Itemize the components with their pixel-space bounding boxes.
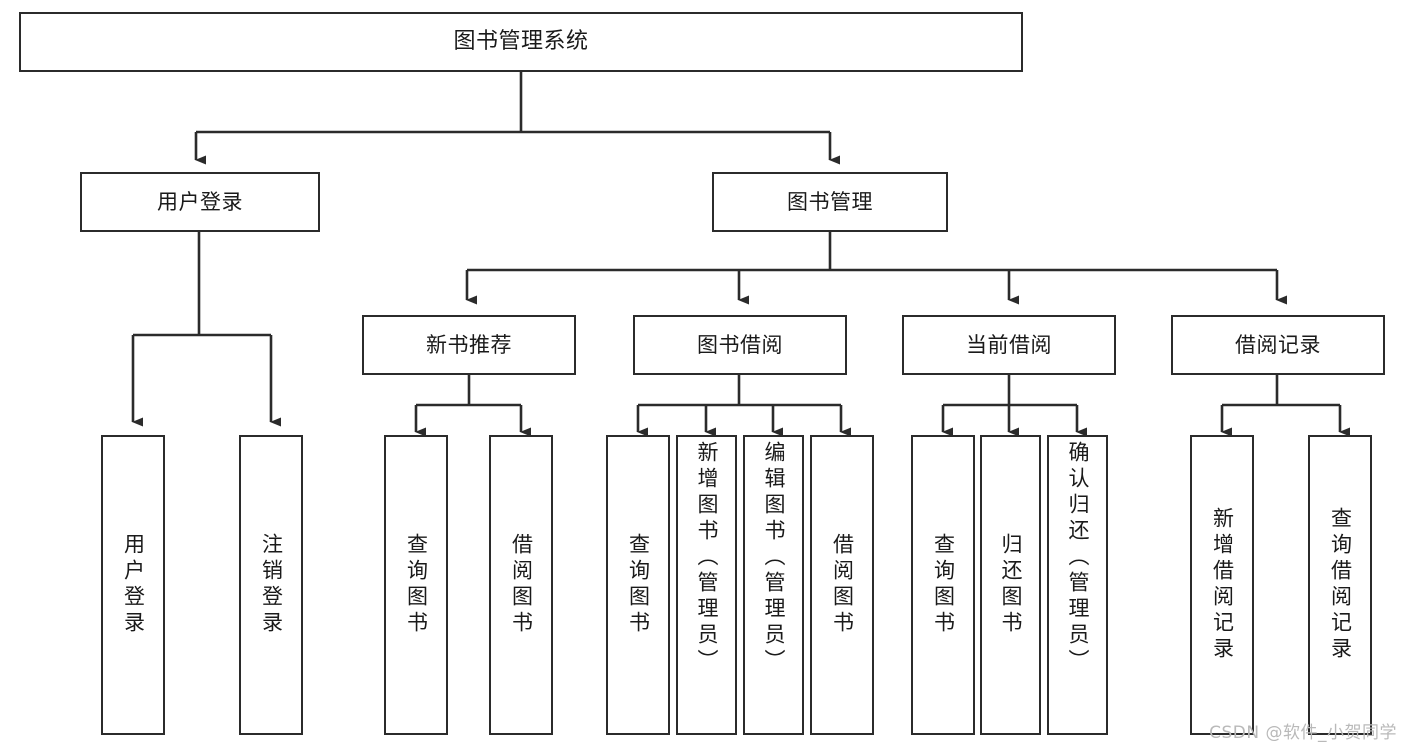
node-label: 图书借阅 (697, 332, 783, 357)
node-root-system[interactable]: 图书管理系统 (19, 12, 1023, 72)
leaf-add-book-admin[interactable]: 新增图书（管理员） (676, 435, 737, 735)
node-label: 借阅记录 (1235, 332, 1321, 357)
leaf-query-book-a[interactable]: 查询图书 (384, 435, 448, 735)
leaf-borrow-book-a[interactable]: 借阅图书 (489, 435, 553, 735)
leaf-return-book[interactable]: 归还图书 (980, 435, 1041, 735)
node-label: 新增图书（管理员） (695, 441, 719, 675)
leaf-query-book-c[interactable]: 查询图书 (911, 435, 975, 735)
node-label: 归还图书 (999, 533, 1023, 637)
node-new-book-recommend[interactable]: 新书推荐 (362, 315, 576, 375)
node-label: 编辑图书（管理员） (762, 441, 786, 675)
node-user-login[interactable]: 用户登录 (80, 172, 320, 232)
leaf-confirm-return-admin[interactable]: 确认归还（管理员） (1047, 435, 1108, 735)
leaf-query-book-b[interactable]: 查询图书 (606, 435, 670, 735)
leaf-logout[interactable]: 注销登录 (239, 435, 303, 735)
node-label: 用户登录 (157, 189, 243, 214)
node-label: 查询图书 (931, 533, 956, 637)
node-label: 图书管理 (787, 189, 873, 214)
node-book-manage[interactable]: 图书管理 (712, 172, 948, 232)
node-label: 借阅图书 (830, 533, 855, 637)
node-label: 查询图书 (626, 533, 651, 637)
node-borrow-record[interactable]: 借阅记录 (1171, 315, 1385, 375)
node-label: 用户登录 (121, 533, 146, 637)
node-current-borrow[interactable]: 当前借阅 (902, 315, 1116, 375)
leaf-query-borrow-record[interactable]: 查询借阅记录 (1308, 435, 1372, 735)
leaf-user-login[interactable]: 用户登录 (101, 435, 165, 735)
node-label: 当前借阅 (966, 332, 1052, 357)
node-label: 新增借阅记录 (1210, 507, 1235, 663)
leaf-edit-book-admin[interactable]: 编辑图书（管理员） (743, 435, 804, 735)
node-label: 图书管理系统 (453, 29, 589, 55)
node-label: 确认归还（管理员） (1066, 441, 1090, 675)
node-label: 查询借阅记录 (1328, 507, 1353, 663)
leaf-borrow-book-b[interactable]: 借阅图书 (810, 435, 874, 735)
watermark-text: CSDN @软件_小贺同学 (1209, 723, 1397, 743)
node-label: 新书推荐 (426, 332, 512, 357)
node-label: 借阅图书 (509, 533, 534, 637)
node-book-borrow[interactable]: 图书借阅 (633, 315, 847, 375)
node-label: 查询图书 (404, 533, 429, 637)
leaf-add-borrow-record[interactable]: 新增借阅记录 (1190, 435, 1254, 735)
node-label: 注销登录 (259, 533, 284, 637)
